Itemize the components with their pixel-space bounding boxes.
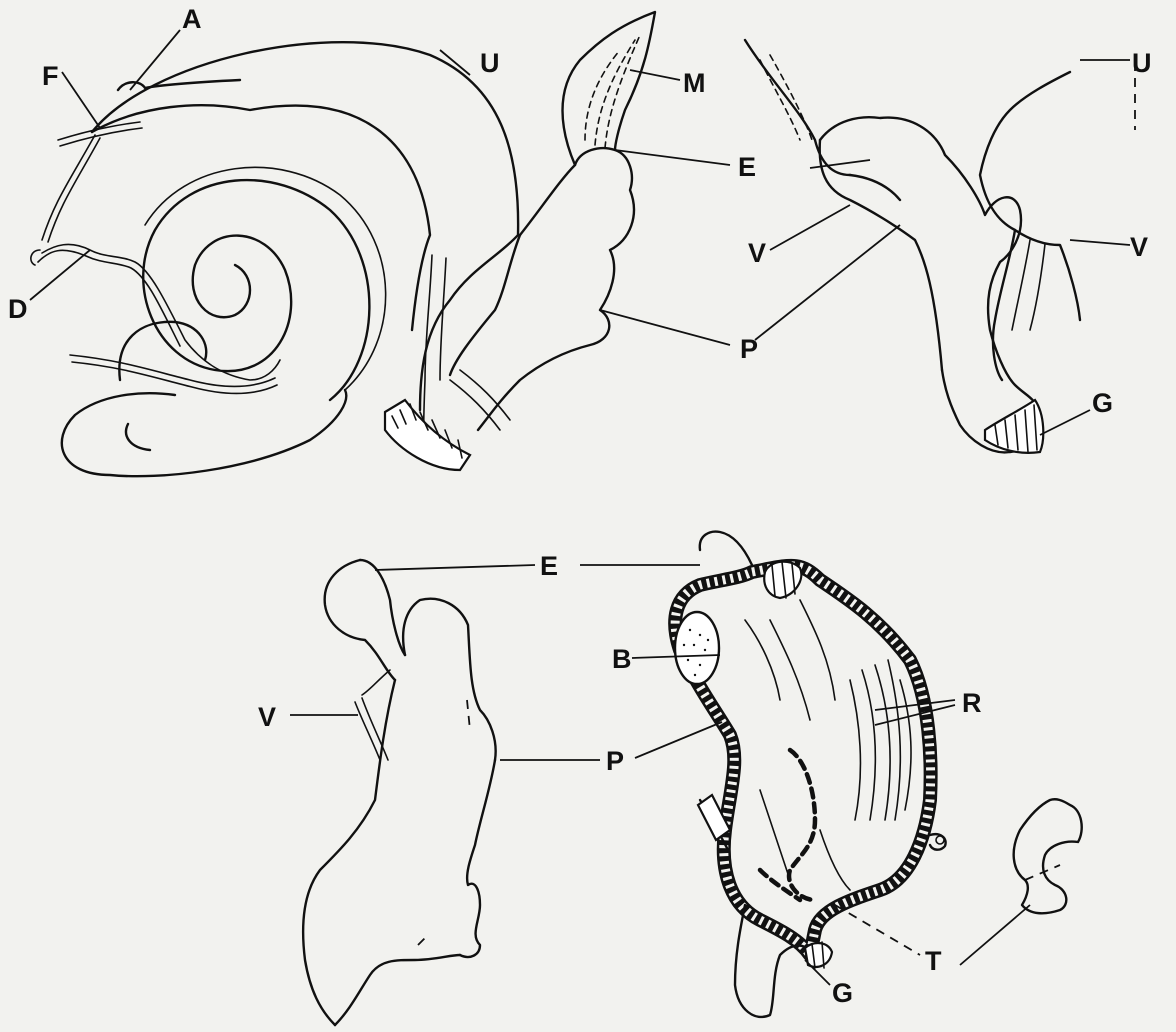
label-u-right: U — [1132, 48, 1152, 78]
label-e-top: E — [738, 152, 756, 182]
panel-small-piece — [1014, 799, 1082, 913]
label-g-top: G — [1092, 388, 1113, 418]
label-v-top-right: V — [1130, 232, 1148, 262]
leader-lines — [30, 30, 1130, 985]
label-p-bottom: P — [606, 746, 624, 776]
label-g-bottom: G — [832, 978, 853, 1008]
label-v-top-left: V — [748, 238, 766, 268]
label-p-top: P — [740, 334, 758, 364]
label-u-left: U — [480, 48, 500, 78]
panel-side-view — [385, 12, 655, 470]
label-e-bottom: E — [540, 551, 558, 581]
panel-section-view — [675, 532, 946, 1017]
label-m: M — [683, 68, 706, 98]
label-t: T — [925, 946, 942, 976]
label-f: F — [42, 61, 59, 91]
label-a: A — [182, 4, 202, 34]
label-group: A F D U M E P V U V G E B V P R T G — [8, 4, 1152, 1008]
panel-spiral-view — [31, 42, 518, 476]
label-r: R — [962, 688, 982, 718]
panel-opened-view — [745, 40, 1135, 453]
label-v-bottom: V — [258, 702, 276, 732]
panel-lower-left-view — [303, 560, 496, 1025]
label-b: B — [612, 644, 632, 674]
label-d: D — [8, 294, 28, 324]
